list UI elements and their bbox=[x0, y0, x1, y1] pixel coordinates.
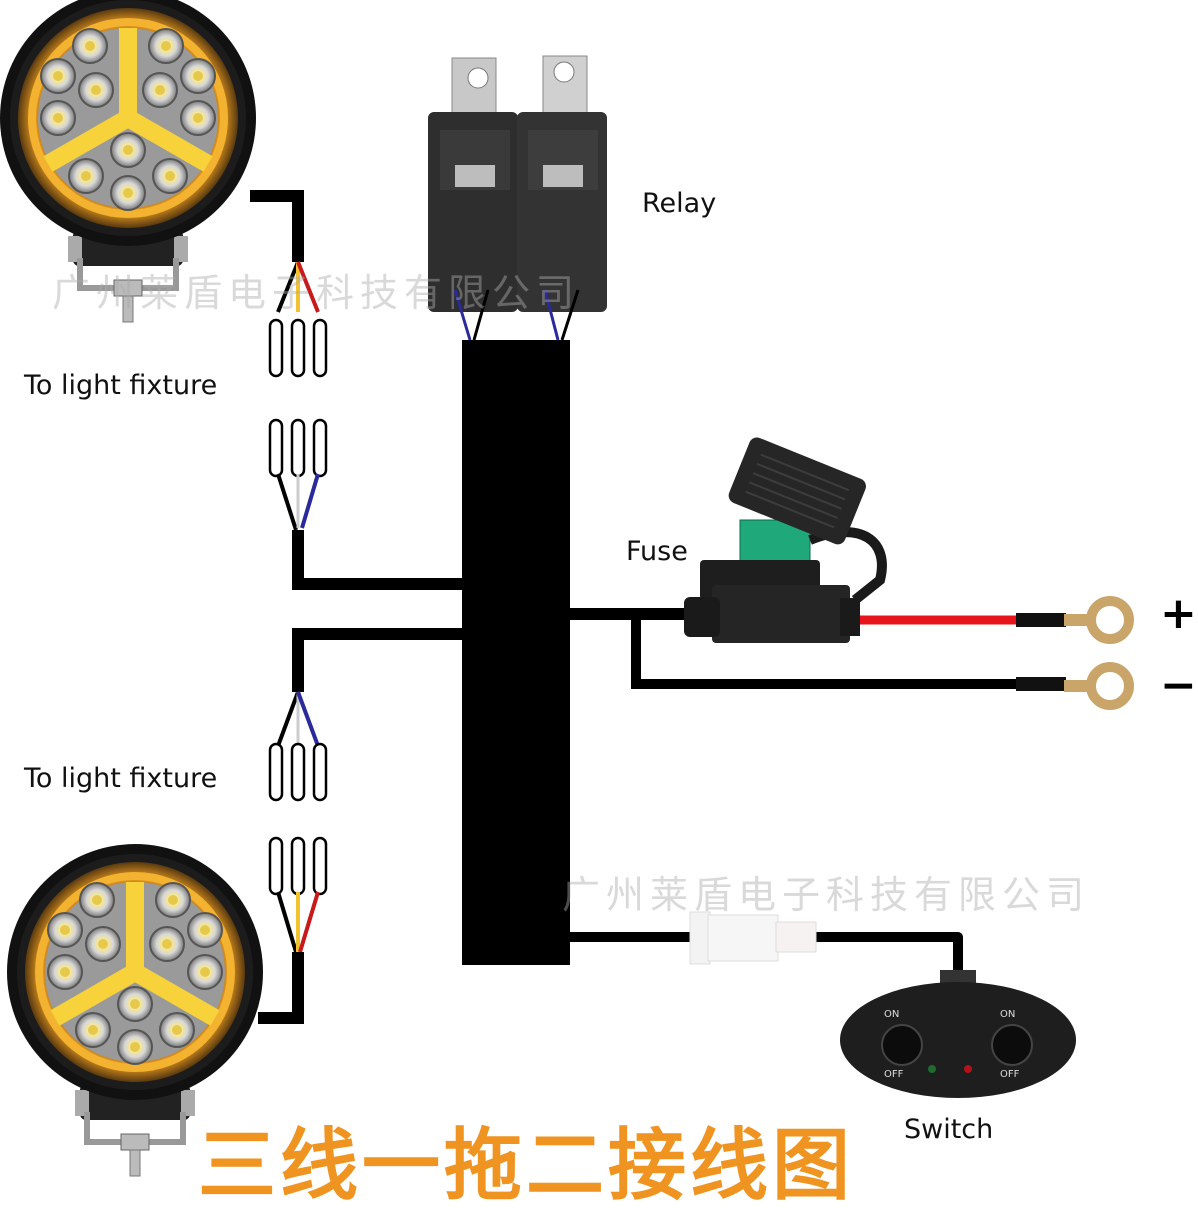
ring-terminal-positive bbox=[1064, 596, 1134, 644]
watermark-top: 广州莱盾电子科技有限公司 bbox=[52, 271, 581, 315]
connector-lower bbox=[268, 628, 462, 802]
relay-right bbox=[517, 55, 607, 341]
indicator-led-green bbox=[928, 1065, 936, 1073]
positive-label: + bbox=[1160, 588, 1197, 639]
fuse-label: Fuse bbox=[626, 536, 688, 567]
switch-left-off-label: OFF bbox=[884, 1069, 904, 1080]
switch-right-off-label: OFF bbox=[1000, 1069, 1020, 1080]
relay-label: Relay bbox=[642, 188, 717, 219]
harness-trunk bbox=[462, 340, 570, 965]
diagram-title: 三线一拖二接线图 bbox=[198, 1121, 855, 1211]
lamp-bottom-cable bbox=[258, 836, 328, 1024]
switch-lead bbox=[570, 911, 963, 975]
lamp-top-cable bbox=[250, 190, 328, 378]
ring-terminal-negative bbox=[1064, 662, 1134, 710]
switch-right-on-label: ON bbox=[1000, 1009, 1015, 1020]
light-fixture-bottom-label: To light fixture bbox=[24, 763, 218, 794]
fuse-holder bbox=[684, 437, 887, 643]
switch-button-left[interactable] bbox=[881, 1024, 923, 1066]
connector-upper bbox=[268, 418, 462, 590]
indicator-led-red bbox=[964, 1065, 972, 1073]
switch-left-on-label: ON bbox=[884, 1009, 899, 1020]
switch-label: Switch bbox=[904, 1114, 994, 1145]
relay-left bbox=[428, 57, 518, 341]
switch-panel[interactable]: ON OFF ON OFF bbox=[840, 970, 1076, 1098]
switch-button-right[interactable] bbox=[991, 1024, 1033, 1066]
negative-label: − bbox=[1160, 660, 1197, 711]
light-fixture-top-label: To light fixture bbox=[24, 370, 218, 401]
watermark-bottom: 广州莱盾电子科技有限公司 bbox=[562, 873, 1091, 917]
power-leads bbox=[570, 608, 1066, 691]
